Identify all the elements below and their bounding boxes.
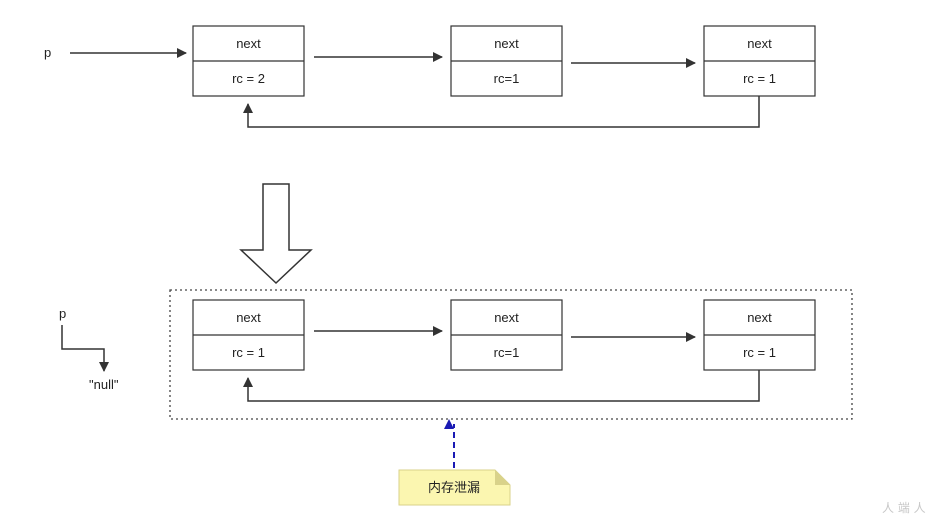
after-null-label: "null" [89,377,119,392]
after-pointer-label: p [59,306,66,321]
before-node-1-next: next [236,36,261,51]
after-node-3-rc: rc = 1 [743,345,776,360]
before-node-2-next: next [494,36,519,51]
after-node-1: next rc = 1 [192,299,305,371]
before-node-3-rc: rc = 1 [743,71,776,86]
after-node-3: next rc = 1 [703,299,816,371]
after-back-link [243,370,760,402]
after-node-1-next: next [236,310,261,325]
after-node-2-rc: rc=1 [494,345,520,360]
before-node-1: next rc = 2 [192,25,305,97]
before-diagram: p next rc = 2 next rc=1 next rc = 1 [44,25,816,128]
transition-arrow-icon [239,183,313,285]
before-node-3-next: next [747,36,772,51]
before-node-1-rc: rc = 2 [232,71,265,86]
before-node-3: next rc = 1 [703,25,816,97]
after-node-3-next: next [747,310,772,325]
after-node-2-next: next [494,310,519,325]
after-pointer-arrow [61,325,109,372]
before-back-link [243,96,760,128]
before-node-2: next rc=1 [450,25,563,97]
orphan-group-border [169,289,853,420]
watermark: 人 端 人 [882,501,926,515]
before-node-2-rc: rc=1 [494,71,520,86]
after-diagram: p "null" next rc = 1 next rc=1 next rc =… [59,289,853,420]
after-node-1-rc: rc = 1 [232,345,265,360]
after-node-2: next rc=1 [450,299,563,371]
leak-note: 内存泄漏 [398,469,511,506]
before-pointer-label: p [44,45,51,60]
leak-note-text: 内存泄漏 [428,480,480,496]
